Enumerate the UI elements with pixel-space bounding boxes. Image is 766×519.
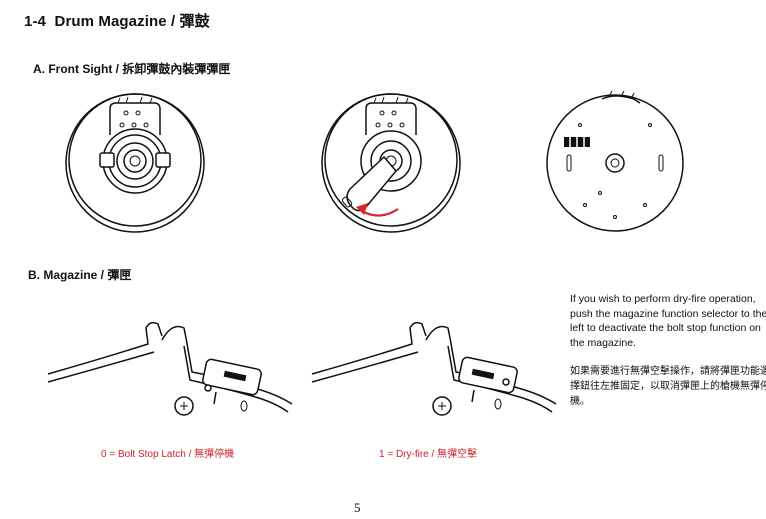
section-title: 1-4 Drum Magazine / 彈鼓 [24, 10, 210, 31]
magazine-bolt-stop-illustration [47, 321, 293, 416]
drum-winding-illustration [321, 93, 461, 233]
caption-dry-fire: 1 = Dry-fire / 無彈空擊 [379, 449, 478, 460]
drum-front-view-illustration [65, 93, 205, 233]
magazine-heading: B. Magazine / 彈匣 [28, 268, 132, 282]
caption-bolt-stop: 0 = Bolt Stop Latch / 無彈停機 [101, 449, 235, 460]
section-heading: Drum Magazine / 彈鼓 [54, 13, 210, 30]
dry-fire-note-chinese: 如果需要進行無彈空擊操作，請將彈匣功能選擇鈕往左推固定，以取消彈匣上的槍機無彈停… [570, 366, 766, 407]
drum-back-view-illustration [546, 90, 684, 232]
front-sight-heading: A. Front Sight / 拆卸彈鼓內裝彈彈匣 [33, 62, 231, 76]
dry-fire-note-english: If you wish to perform dry-fire operatio… [570, 293, 766, 349]
section-number: 1-4 [24, 13, 46, 30]
magazine-dry-fire-illustration [311, 321, 557, 416]
page-number: 5 [354, 500, 361, 515]
